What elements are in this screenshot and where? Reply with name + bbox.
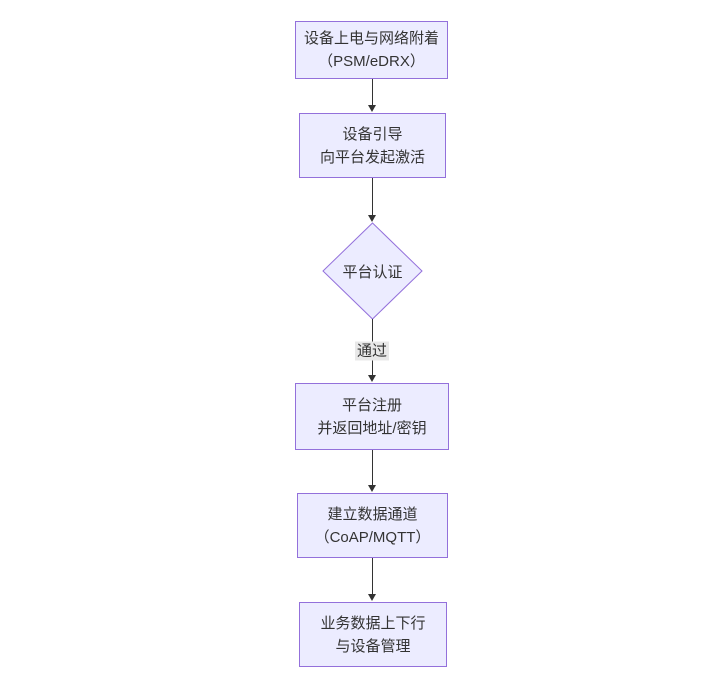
arrowhead-icon xyxy=(368,594,376,601)
edge-line xyxy=(372,558,373,596)
arrowhead-icon xyxy=(368,105,376,112)
edge-line xyxy=(372,178,373,217)
node-label-line: （PSM/eDRX） xyxy=(318,53,425,70)
node-device-bootstrap: 设备引导 向平台发起激活 xyxy=(299,113,446,178)
node-label-line: 向平台发起激活 xyxy=(319,148,425,166)
edge-channel-to-business xyxy=(368,558,377,601)
edge-line xyxy=(372,79,373,107)
node-label-line: 与设备管理 xyxy=(335,637,411,655)
edge-line xyxy=(372,450,373,487)
node-label-line: 并返回地址/密钥 xyxy=(317,419,427,437)
node-business-data-mgmt: 业务数据上下行 与设备管理 xyxy=(299,602,447,667)
node-label-line: 设备上电与网络附着 xyxy=(303,30,439,47)
node-label-line: 平台注册 xyxy=(341,396,402,414)
node-label-line: 设备引导 xyxy=(342,125,403,143)
arrowhead-icon xyxy=(368,375,376,382)
node-platform-register: 平台注册 并返回地址/密钥 xyxy=(295,383,449,450)
edge-power-to-bootstrap xyxy=(368,79,377,112)
edge-register-to-channel xyxy=(368,450,377,492)
node-label-line: 建立数据通道 xyxy=(327,505,418,523)
node-data-channel: 建立数据通道 （CoAP/MQTT） xyxy=(297,493,448,558)
arrowhead-icon xyxy=(368,485,376,492)
edge-label-pass: 通过 xyxy=(354,341,390,361)
node-device-power-attach: 设备上电与网络附着 （PSM/eDRX） xyxy=(295,21,448,79)
node-label-line: （CoAP/MQTT） xyxy=(314,528,431,546)
node-label-line: 业务数据上下行 xyxy=(320,614,426,632)
node-platform-auth-decision xyxy=(322,222,423,320)
edge-bootstrap-to-auth xyxy=(368,178,377,222)
arrowhead-icon xyxy=(368,215,376,222)
